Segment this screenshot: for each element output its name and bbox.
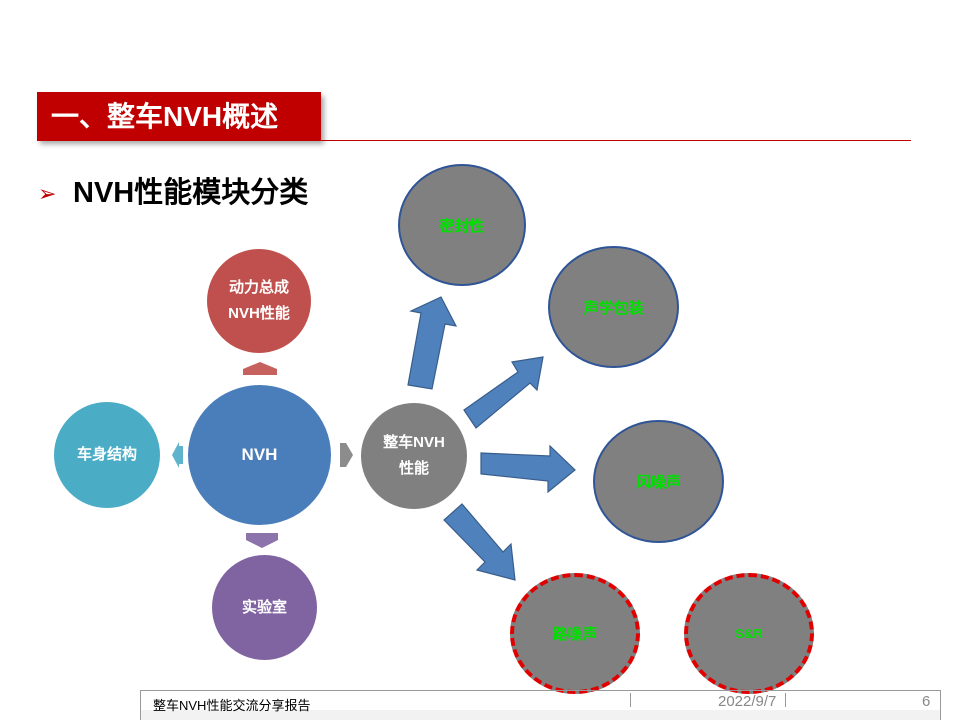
arrow-left-small	[172, 442, 179, 468]
arrow-right-small	[340, 443, 353, 467]
node-squeak-rattle: S&R	[684, 573, 814, 694]
node-wind-noise-label: 风噪声	[635, 474, 681, 491]
arrow-bullet-icon: ➢	[38, 181, 57, 206]
node-squeak-rattle-label: S&R	[735, 626, 763, 641]
footer-band	[141, 710, 940, 720]
node-acoustic-package: 声学包装	[548, 246, 679, 368]
node-road-noise-label: 路噪声	[552, 626, 598, 643]
arrow-down-small	[246, 533, 278, 548]
node-body-structure-label: 车身结构	[76, 446, 137, 463]
footer-title: 整车NVH性能交流分享报告	[153, 698, 311, 713]
footer-bar	[140, 690, 941, 720]
node-acoustic-package-label: 声学包装	[583, 299, 644, 317]
arrow-to-road	[443, 503, 516, 581]
node-vehicle-nvh: 整车NVH 性能	[361, 403, 467, 509]
title-background	[37, 92, 321, 140]
node-laboratory-label: 实验室	[241, 598, 287, 616]
node-nvh-center-label: NVH	[241, 445, 278, 464]
arrow-to-wind	[480, 444, 576, 494]
footer-separator	[630, 693, 631, 707]
slide-title: 一、整车NVH概述	[51, 101, 279, 132]
node-body-structure: 车身结构	[54, 402, 160, 508]
node-powertrain-label: 动力总成 NVH性能	[228, 279, 290, 322]
node-sealing-label: 密封性	[439, 217, 485, 235]
node-vehicle-nvh-label: 整车NVH 性能	[383, 434, 445, 477]
node-powertrain: 动力总成 NVH性能	[207, 249, 311, 353]
footer-page-number: 6	[922, 693, 931, 710]
node-road-noise: 路噪声	[510, 573, 640, 694]
arrow-to-sealing	[407, 296, 458, 390]
section-heading: NVH性能模块分类	[73, 177, 309, 209]
node-nvh-center: NVH	[188, 385, 331, 525]
title-divider	[37, 140, 911, 141]
node-sealing: 密封性	[398, 164, 526, 286]
node-laboratory: 实验室	[212, 555, 317, 660]
arrow-up-small	[243, 362, 277, 375]
node-wind-noise: 风噪声	[593, 420, 724, 543]
footer-separator	[785, 693, 786, 707]
arrow-to-acoustic	[463, 356, 544, 429]
arrow-left-small-body	[179, 446, 183, 464]
footer-date: 2022/9/7	[718, 693, 777, 710]
